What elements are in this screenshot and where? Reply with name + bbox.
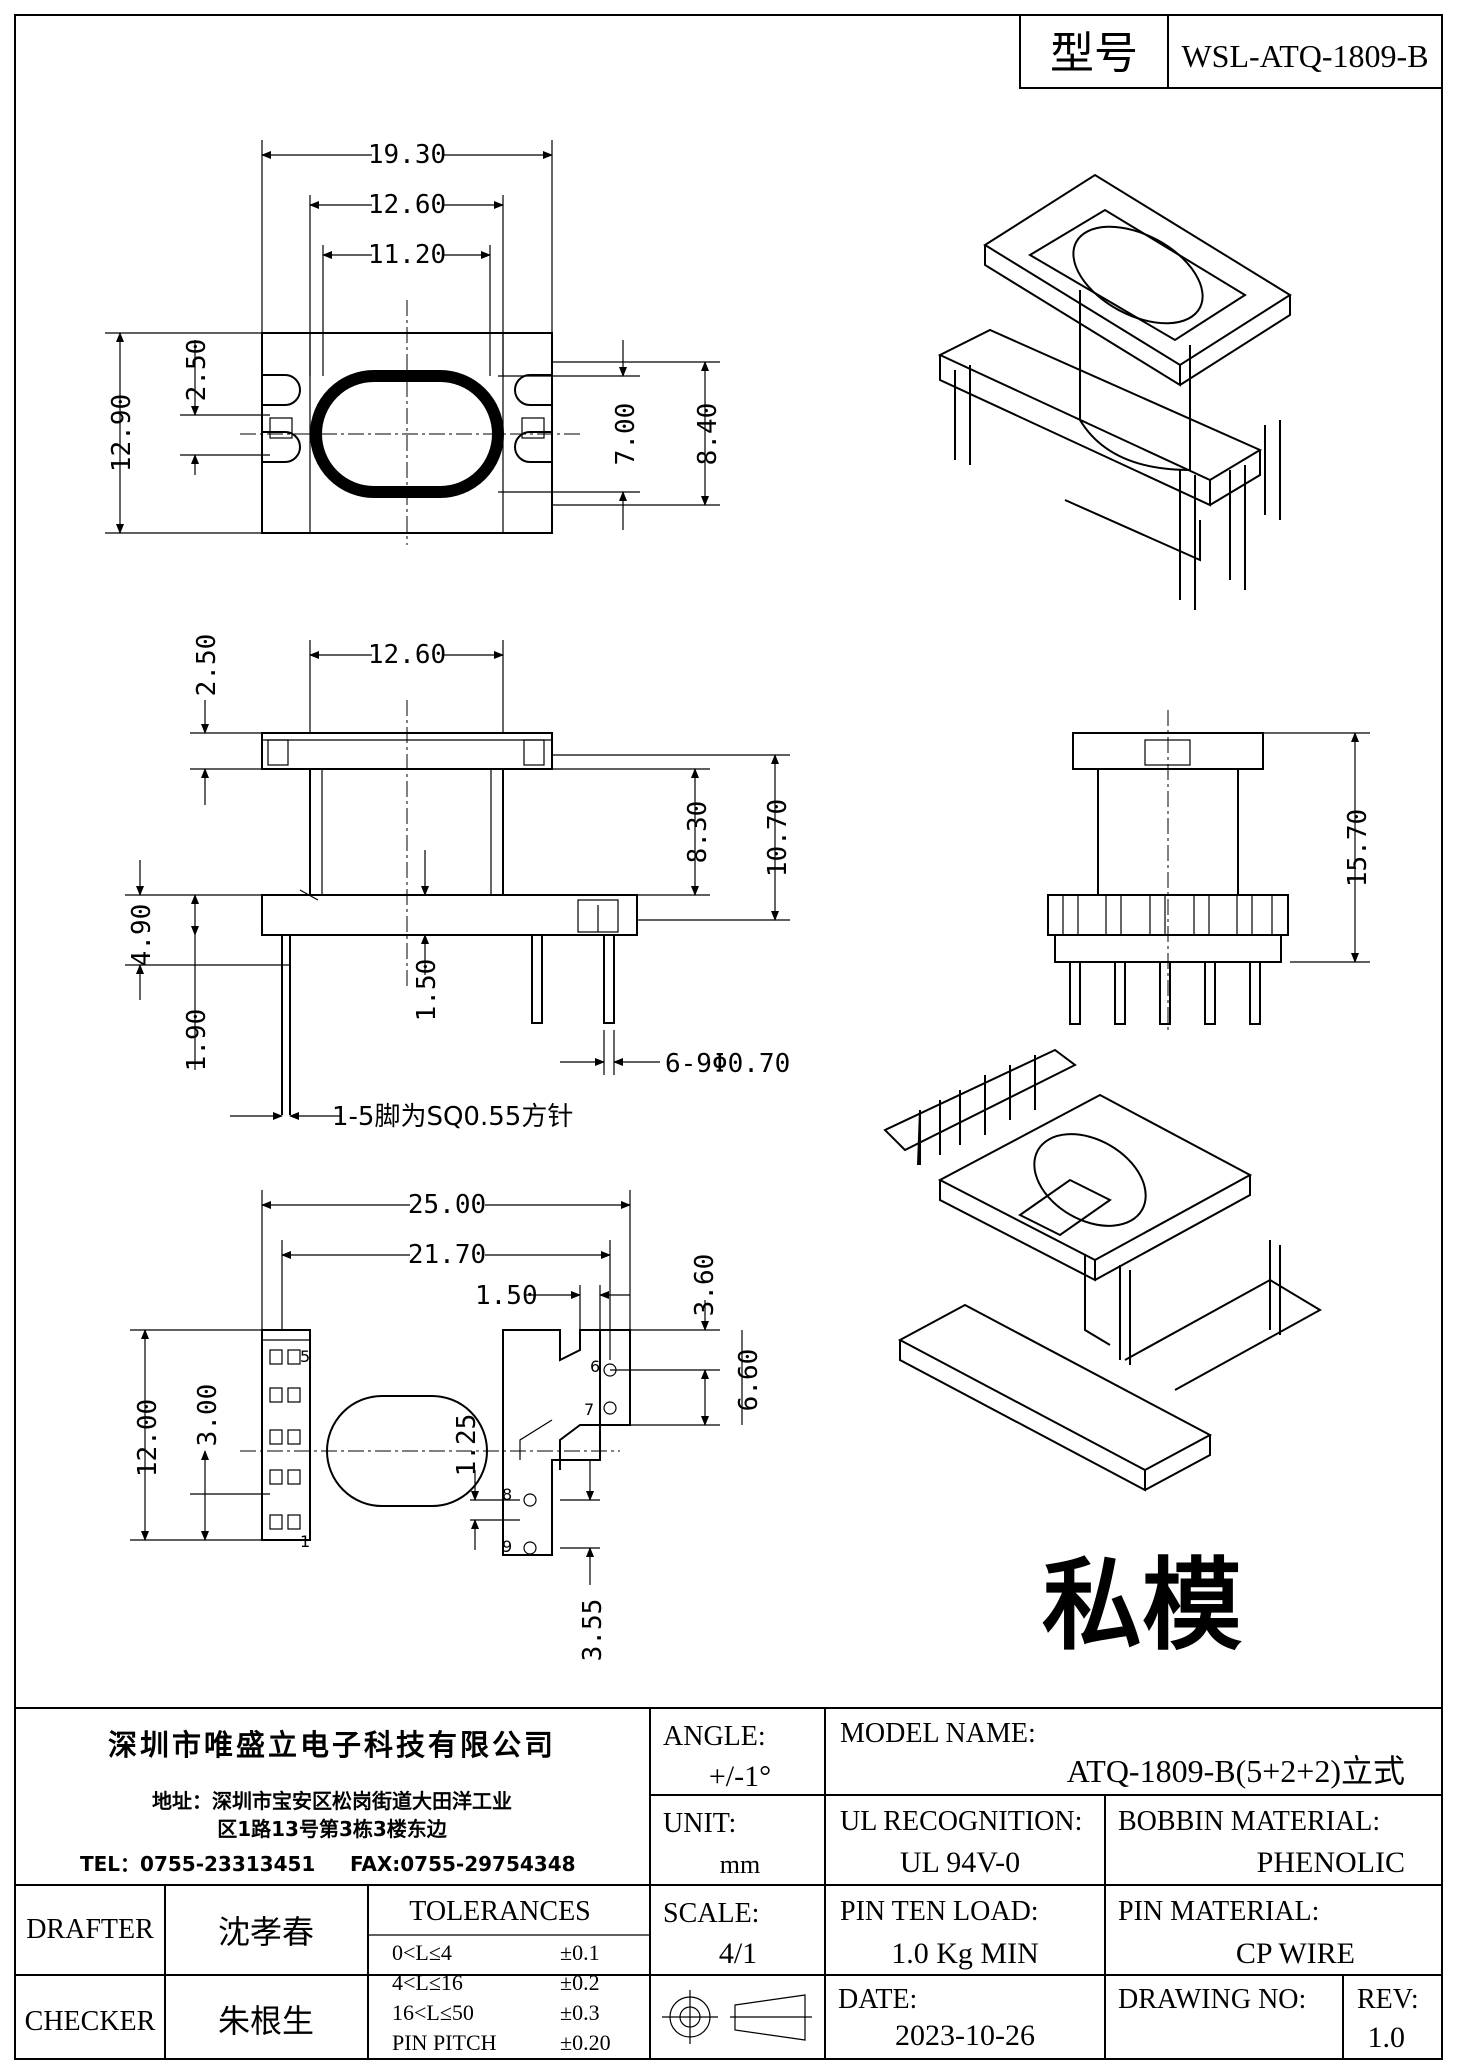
type-label: 型号 (1050, 28, 1138, 79)
tolerances-label: TOLERANCES (409, 1896, 591, 1927)
tolerance-range-3: 16<L≤50 (392, 2000, 474, 2025)
checker-value: 朱根生 (218, 2002, 314, 2040)
dim-side-h5: 1.50 (412, 959, 442, 1022)
pin-number-9: 9 (502, 1537, 512, 1556)
ul-label: UL RECOGNITION: (840, 1806, 1082, 1837)
company-name: 深圳市唯盛立电子科技有限公司 (108, 1728, 556, 1762)
type-value: WSL-ATQ-1809-B (1181, 38, 1428, 74)
pin-load-value: 1.0 Kg MIN (891, 1937, 1039, 1970)
pin-number-8: 8 (502, 1485, 512, 1504)
pin-number-7: 7 (584, 1400, 594, 1419)
sheet-border (14, 14, 1443, 2060)
tolerance-range-1: 0<L≤4 (392, 1940, 452, 1965)
angle-label: ANGLE: (663, 1721, 766, 1752)
drafter-value: 沈孝春 (218, 1913, 314, 1951)
projection-symbol (662, 1990, 812, 2044)
dim-top-h2: 2.50 (182, 339, 212, 402)
side-view: 12.60 2.50 8.30 10.70 4.90 1.90 1.50 6-9… (125, 634, 793, 1132)
fax: FAX:0755-29754348 (350, 1852, 576, 1876)
rev-value: 1.0 (1368, 2021, 1406, 2054)
dim-bot-w2: 21.70 (408, 1240, 486, 1270)
model-value: ATQ-1809-B(5+2+2)立式 (1067, 1753, 1405, 1789)
unit-value: mm (720, 1850, 760, 1879)
pin-number-6: 6 (590, 1357, 600, 1376)
dim-top-h3: 7.00 (611, 403, 641, 466)
bobbin-label: BOBBIN MATERIAL: (1118, 1806, 1380, 1837)
scale-label: SCALE: (663, 1898, 759, 1929)
dim-side-h2: 8.30 (683, 801, 713, 864)
scale-value: 4/1 (719, 1937, 757, 1970)
tolerance-value-2: ±0.2 (560, 1970, 600, 1995)
pin-load-label: PIN TEN LOAD: (840, 1896, 1039, 1927)
dim-bot-h4: 3.60 (690, 1254, 720, 1317)
dim-front-h: 15.70 (1343, 809, 1373, 887)
dim-side-h1: 2.50 (192, 634, 222, 697)
pin-number-5: 5 (300, 1347, 310, 1366)
phone: TEL：0755-23313451 (80, 1852, 315, 1876)
isometric-view-top (937, 173, 1292, 1237)
date-value: 2023-10-26 (895, 2019, 1035, 2052)
dim-top-w3: 11.20 (368, 240, 446, 270)
date-label: DATE: (838, 1984, 917, 2015)
dim-top-w2: 12.60 (368, 190, 446, 220)
unit-label: UNIT: (663, 1808, 736, 1839)
watermark-text: 私模 (1042, 1547, 1242, 1664)
title-block: 深圳市唯盛立电子科技有限公司 地址：深圳市宝安区松岗街道大田洋工业 区1路13号… (15, 1707, 1442, 2059)
model-label: MODEL NAME: (840, 1718, 1036, 1749)
pin-note-1: 6-9Φ0.70 (665, 1049, 790, 1079)
dim-bot-h5: 6.60 (734, 1349, 764, 1412)
dim-top-h1: 12.90 (107, 394, 137, 472)
top-view: 19.30 12.60 11.20 12.90 2.50 7.00 8.40 (105, 138, 723, 545)
isometric-view-bottom (883, 1048, 1323, 1492)
dim-bot-h2: 3.00 (193, 1384, 223, 1447)
tolerance-value-1: ±0.1 (560, 1940, 600, 1965)
address-line-2: 区1路13号第3栋3楼东边 (217, 1817, 448, 1841)
dim-side-h6: 1.90 (182, 1009, 212, 1072)
dim-side-h3: 10.70 (763, 799, 793, 877)
dim-top-h4: 8.40 (693, 403, 723, 466)
pin-number-1: 1 (300, 1532, 310, 1551)
tolerance-range-4: PIN PITCH (392, 2030, 497, 2055)
dim-bot-h3: 1.25 (452, 1414, 482, 1477)
tolerance-value-4: ±0.20 (560, 2030, 611, 2055)
dim-side-h4: 4.90 (127, 904, 157, 967)
dim-top-w1: 19.30 (368, 140, 446, 170)
pin-note-2: 1-5脚为SQ0.55方针 (332, 1102, 573, 1132)
bobbin-value: PHENOLIC (1257, 1846, 1405, 1879)
dim-bot-w1: 25.00 (408, 1190, 486, 1220)
tolerance-value-3: ±0.3 (560, 2000, 600, 2025)
rev-label: REV: (1357, 1984, 1419, 2015)
dim-side-w: 12.60 (368, 640, 446, 670)
tolerance-range-2: 4<L≤16 (392, 1970, 463, 1995)
checker-label: CHECKER (25, 2006, 156, 2037)
pin-material-label: PIN MATERIAL: (1118, 1896, 1319, 1927)
bottom-view: 5 1 6 7 8 9 25.00 21.70 1.50 12.00 (130, 1188, 764, 1661)
dim-bot-h1: 12.00 (133, 1399, 163, 1477)
address-line-1: 地址：深圳市宝安区松岗街道大田洋工业 (152, 1789, 512, 1813)
dim-bot-h6: 3.55 (578, 1599, 608, 1662)
ul-value: UL 94V-0 (900, 1846, 1020, 1879)
front-view: 15.70 (1047, 710, 1373, 1030)
drawing-no-label: DRAWING NO: (1118, 1984, 1306, 2015)
pin-material-value: CP WIRE (1236, 1937, 1355, 1970)
type-box: 型号 WSL-ATQ-1809-B (1019, 14, 1443, 89)
dim-bot-w3: 1.50 (475, 1281, 538, 1311)
angle-value: +/-1° (709, 1760, 771, 1793)
drafter-label: DRAFTER (26, 1914, 154, 1945)
